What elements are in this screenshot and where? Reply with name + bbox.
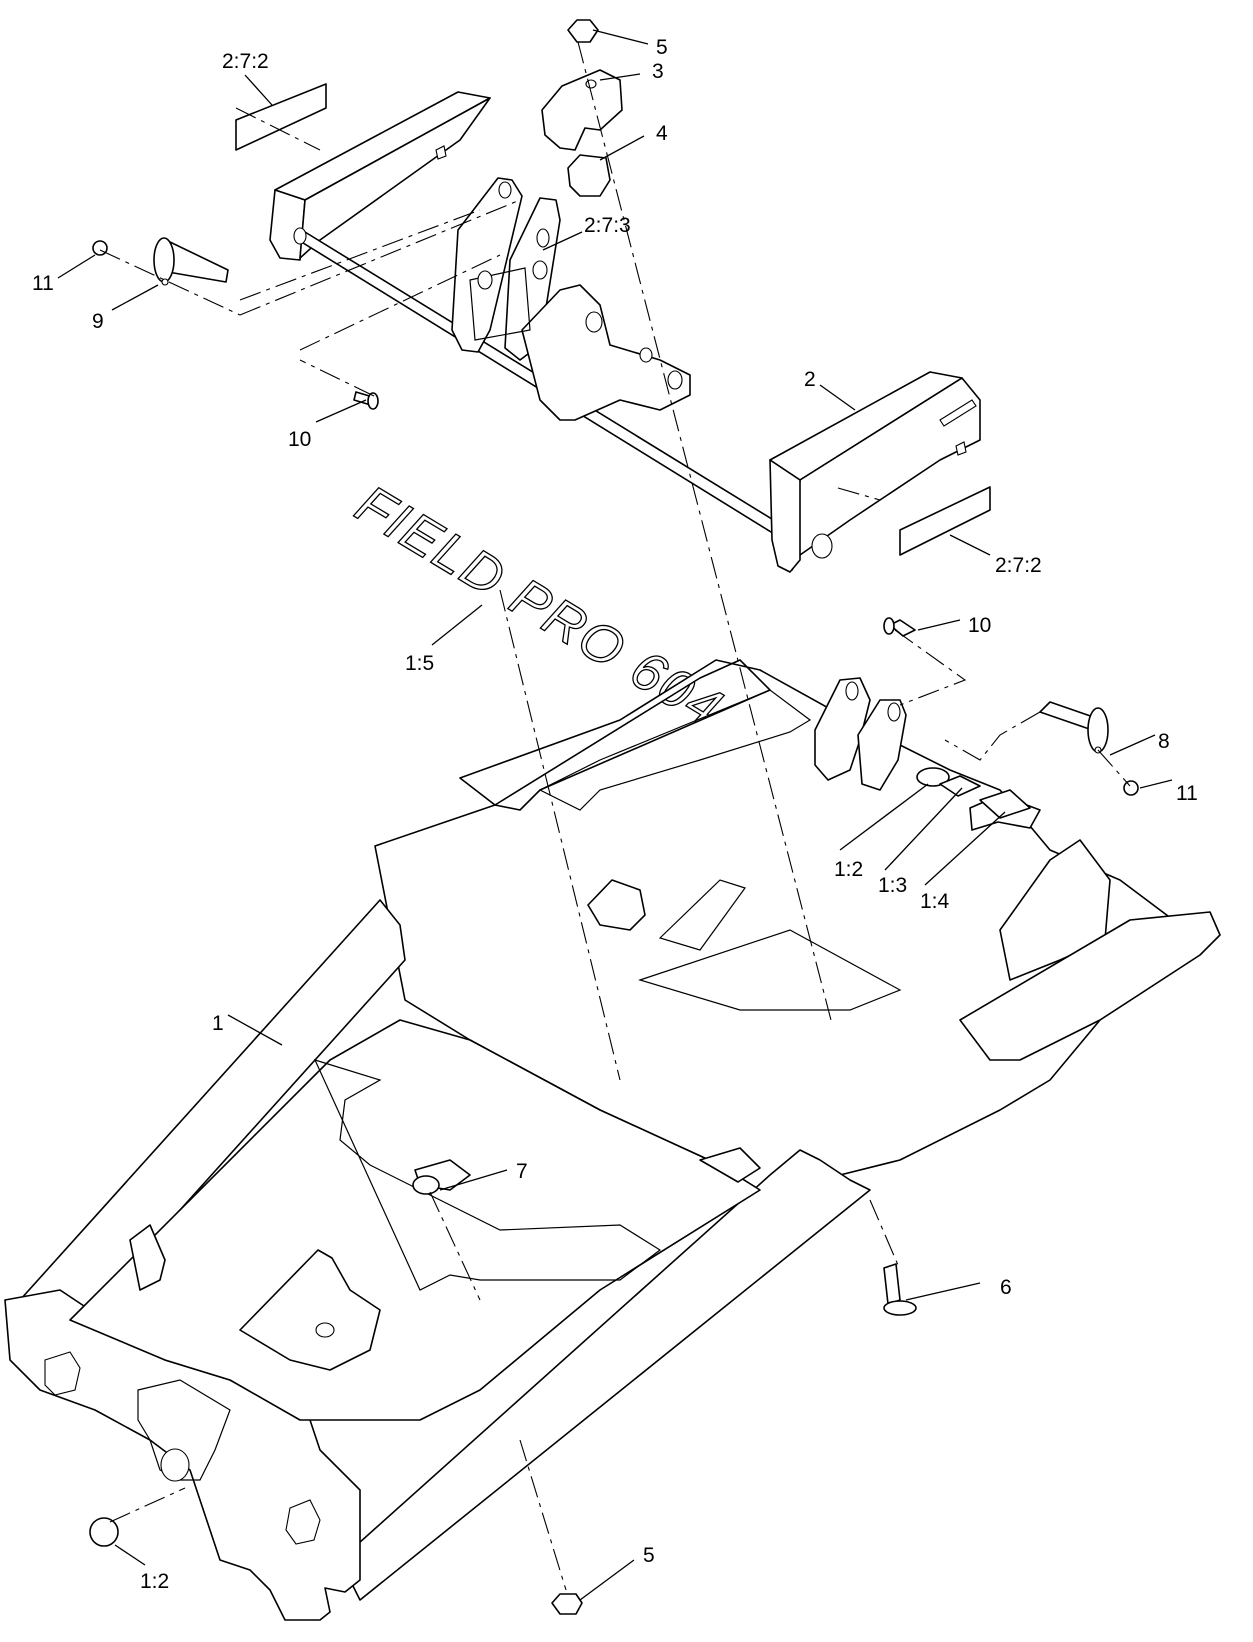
flange-nut-bottom <box>551 1593 583 1615</box>
right-hardware <box>883 617 1139 796</box>
callout-2: 2 <box>804 368 816 391</box>
callout-2-7-2-right: 2:7:2 <box>995 554 1042 577</box>
callout-2-7-2-top: 2:7:2 <box>222 50 269 73</box>
callout-10-left: 10 <box>288 428 311 451</box>
cap-1-2-bottom <box>89 1517 119 1547</box>
callout-9: 9 <box>92 310 104 333</box>
upper-lift-arm-assembly <box>235 83 991 573</box>
main-frame <box>4 659 1221 1621</box>
plug-7 <box>412 1175 440 1195</box>
decal-1-3 <box>939 775 981 797</box>
callout-3: 3 <box>652 60 664 83</box>
bolt-6 <box>883 1263 917 1316</box>
callout-2-7-3: 2:7:3 <box>584 214 631 237</box>
callout-6: 6 <box>1000 1276 1012 1299</box>
clamp-assembly <box>541 19 623 197</box>
assembly-lines <box>99 41 1131 1591</box>
left-nut <box>92 240 108 256</box>
callout-labels: 5 3 4 2:7:2 2:7:3 11 9 10 2 2:7:2 1:5 10… <box>32 36 1198 1593</box>
clamp-block <box>541 69 623 151</box>
right-bracket <box>769 371 981 573</box>
decal-right <box>899 486 991 556</box>
decal-1-2 <box>916 767 950 787</box>
bushing <box>567 154 611 197</box>
callout-1: 1 <box>212 1012 224 1035</box>
callout-11-left: 11 <box>32 272 54 295</box>
callout-10-right: 10 <box>968 614 991 637</box>
callout-1-3: 1:3 <box>878 874 907 897</box>
callout-4: 4 <box>656 122 668 145</box>
left-hardware <box>92 237 379 410</box>
callout-1-4: 1:4 <box>920 890 950 913</box>
callout-7: 7 <box>516 1160 528 1183</box>
decal-1-4 <box>979 789 1031 819</box>
callout-11-right: 11 <box>1176 782 1198 805</box>
decal-top <box>235 83 327 151</box>
leader-lines <box>57 29 1173 1601</box>
field-pro-logo: FIELD PRO 6040 <box>346 474 761 756</box>
callout-5-top: 5 <box>656 36 668 59</box>
callout-1-2-bottom: 1:2 <box>140 1570 169 1593</box>
callout-1-2-top: 1:2 <box>834 858 863 881</box>
callout-5-bottom: 5 <box>643 1544 655 1567</box>
pivot-plates <box>451 177 691 421</box>
callout-1-5: 1:5 <box>405 652 434 675</box>
flange-nut-top <box>567 19 599 43</box>
callout-8: 8 <box>1158 730 1170 753</box>
